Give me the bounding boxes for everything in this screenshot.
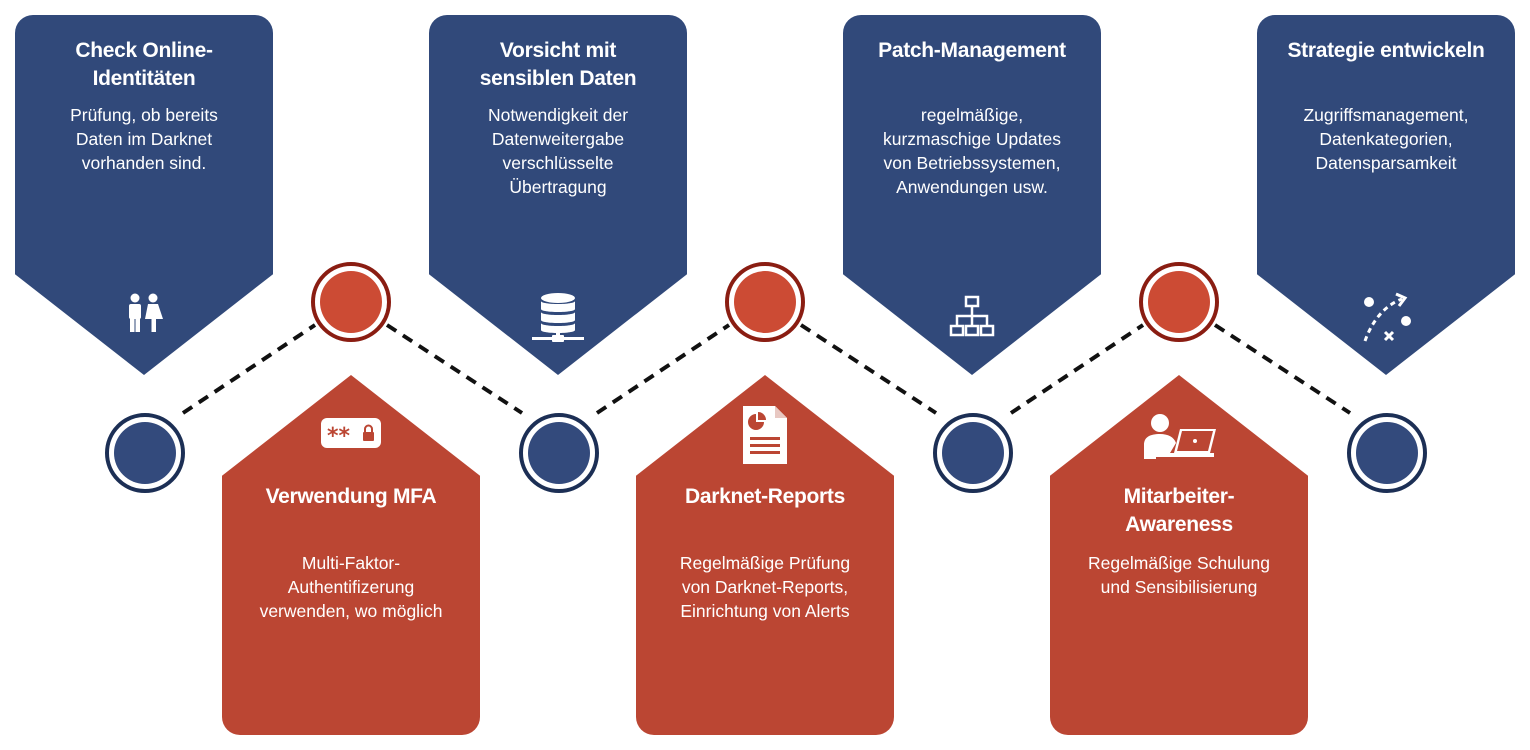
timeline-node-red	[311, 262, 391, 342]
card-check-online-identities: Check Online- Identitäten Prüfung, ob be…	[15, 15, 273, 375]
database-icon	[532, 293, 584, 342]
card-title: Mitarbeiter- Awareness	[1123, 485, 1235, 536]
card-text: Zugriffsmanagement, Datenkategorien, Dat…	[1303, 105, 1469, 173]
card-text: Prüfung, ob bereits Daten im Darknet vor…	[70, 105, 218, 173]
card-title: Verwendung MFA	[265, 485, 437, 508]
card-text: Regelmäßige Prüfung von Darknet-Reports,…	[679, 553, 851, 621]
connector-1	[181, 323, 317, 415]
connector-5	[1009, 323, 1145, 415]
people-icon	[129, 293, 163, 332]
card-title: Darknet-Reports	[684, 485, 846, 508]
timeline-node-red	[725, 262, 805, 342]
connector-6	[1213, 323, 1352, 415]
password-icon: **	[321, 418, 381, 449]
card-text: Notwendigkeit der Datenweitergabe versch…	[487, 105, 629, 197]
connector-2	[385, 323, 524, 415]
timeline-node-blue	[519, 413, 599, 493]
card-title: Patch-Management	[878, 39, 1066, 62]
svg-text:**: **	[327, 424, 351, 449]
timeline-node-blue	[105, 413, 185, 493]
timeline-node-blue	[1347, 413, 1427, 493]
card-text: Multi-Faktor- Authentifizerung verwenden…	[259, 553, 443, 621]
timeline-node-red	[1139, 262, 1219, 342]
card-text: regelmäßige, kurzmaschige Updates von Be…	[883, 105, 1061, 197]
employee-laptop-icon	[1144, 414, 1216, 459]
connector-4	[799, 323, 938, 415]
card-title: Check Online- Identitäten	[75, 39, 213, 90]
card-title: Vorsicht mit sensiblen Daten	[479, 39, 637, 90]
card-text: Regelmäßige Schulung und Sensibilisierun…	[1088, 553, 1270, 597]
report-icon	[743, 406, 787, 464]
network-icon	[949, 295, 995, 337]
connector-3	[595, 323, 731, 415]
timeline-node-blue	[933, 413, 1013, 493]
card-title: Strategie entwickeln	[1287, 39, 1485, 62]
strategy-icon	[1363, 292, 1411, 342]
